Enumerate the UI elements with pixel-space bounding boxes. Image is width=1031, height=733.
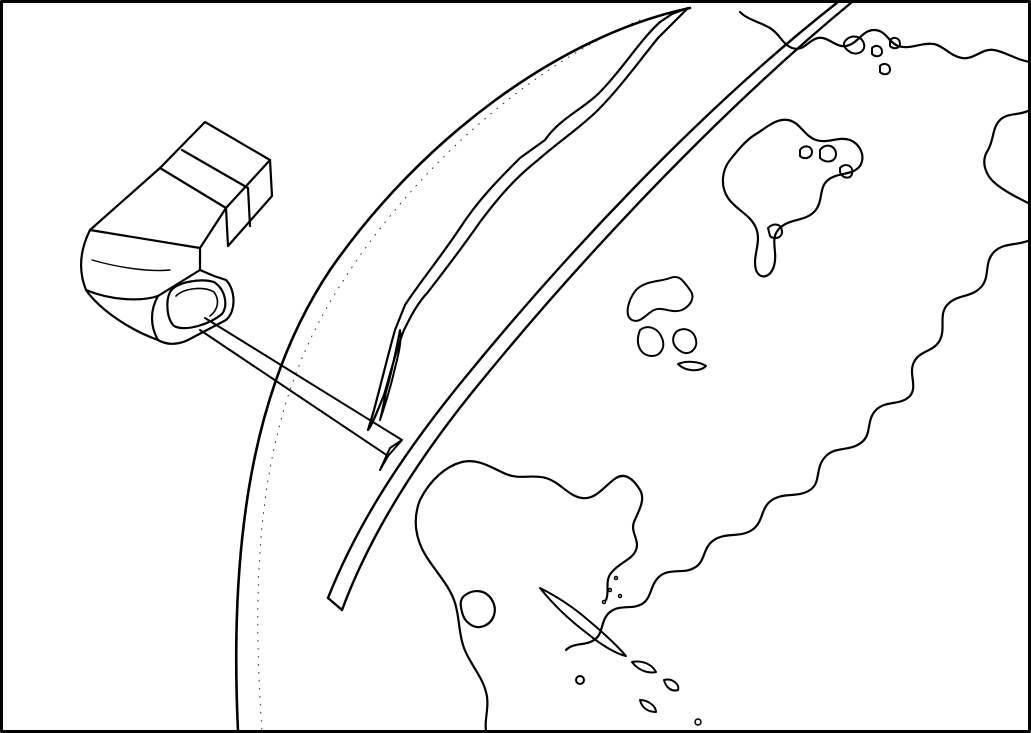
scan-beam <box>200 318 402 470</box>
swath-end-cap <box>328 598 342 610</box>
arctic-islands <box>768 37 900 239</box>
beam-edge-upper <box>205 318 402 440</box>
beam-edge-lower <box>200 330 388 456</box>
gulf-coast-outline <box>416 461 642 731</box>
yucatan-outline <box>461 591 495 627</box>
atmosphere-limb-arc <box>258 20 640 731</box>
hudson-bay-outline <box>723 120 862 277</box>
north-america-coastline <box>566 12 1030 650</box>
satellite-sensor <box>81 122 272 344</box>
caribbean-islands <box>540 577 701 726</box>
great-lakes <box>628 277 706 370</box>
west-coast-outline <box>368 8 688 430</box>
swath-strip <box>328 2 852 610</box>
earth-limb-arc <box>236 8 690 731</box>
swath-edge-left <box>328 2 838 598</box>
